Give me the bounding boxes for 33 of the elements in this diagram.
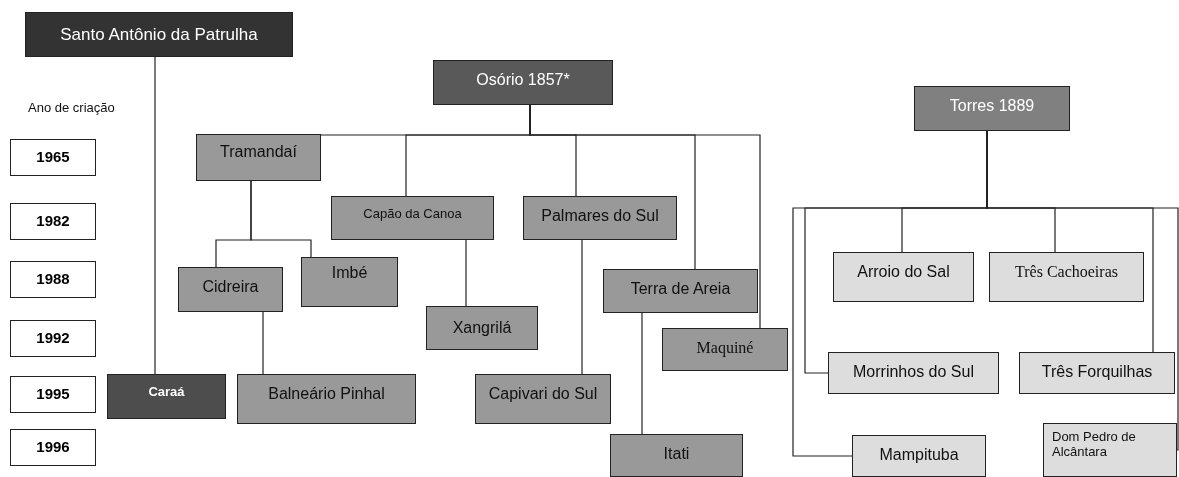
year-box: 1965 — [10, 139, 96, 176]
connector-line — [262, 311, 264, 375]
year-box: 1995 — [10, 376, 96, 413]
year-box: 1988 — [10, 261, 96, 298]
municipality-box: Capivari do Sul — [475, 374, 611, 424]
municipality-box: Maquiné — [662, 328, 788, 371]
municipality-box: Palmares do Sul — [523, 196, 677, 240]
municipality-box: Capão da Canoa — [331, 196, 494, 240]
municipality-box: Dom Pedro de Alcântara — [1043, 423, 1177, 477]
connector-line — [465, 239, 467, 307]
municipality-box: Terra de Areia — [603, 269, 758, 313]
connector-line — [581, 239, 583, 375]
year-box: 1982 — [10, 203, 96, 240]
municipality-box: Caraá — [107, 374, 226, 419]
year-box: 1996 — [10, 429, 96, 466]
year-box: 1992 — [10, 320, 96, 357]
municipality-box: Tramandaí — [196, 134, 321, 181]
municipality-box: Três Forquilhas — [1019, 352, 1175, 394]
connector-line — [154, 56, 156, 375]
municipality-box: Mampituba — [852, 435, 986, 477]
connector-line — [250, 180, 312, 258]
municipality-box: Santo Antônio da Patrulha — [25, 12, 293, 57]
municipality-box: Itati — [610, 434, 743, 477]
municipality-box: Xangrilá — [426, 306, 538, 350]
municipality-box: Balneário Pinhal — [237, 374, 416, 424]
municipality-box: Cidreira — [178, 267, 283, 312]
municipality-box: Três Cachoeiras — [989, 252, 1144, 302]
municipality-box: Torres 1889 — [914, 86, 1070, 131]
connector-line — [641, 312, 643, 435]
municipality-box: Morrinhos do Sul — [828, 352, 999, 394]
municipality-box: Imbé — [301, 257, 398, 307]
municipality-box: Arroio do Sal — [833, 252, 974, 302]
municipality-box: Osório 1857* — [433, 60, 613, 105]
